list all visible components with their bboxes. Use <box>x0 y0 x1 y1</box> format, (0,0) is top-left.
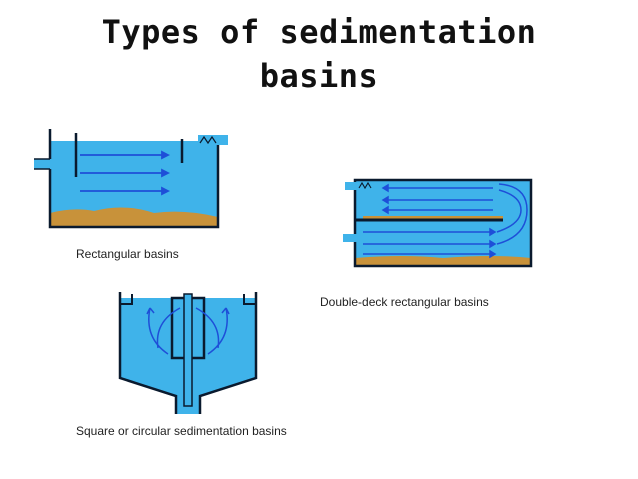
inlet-pipe <box>34 159 52 169</box>
rectangular-flow-arrows <box>80 150 171 196</box>
double-deck-basin-diagram <box>343 178 533 268</box>
rectangular-sludge <box>50 207 218 227</box>
rectangular-basins-label: Rectangular basins <box>76 247 179 261</box>
circular-basin-diagram <box>118 292 258 414</box>
circular-walls <box>118 292 258 414</box>
rectangular-walls <box>48 129 220 229</box>
outlet-trough <box>198 135 228 145</box>
title-line-1: Types of sedimentation <box>101 13 537 51</box>
slide-title: Types of sedimentation basins <box>0 10 638 98</box>
double-deck-basins-label: Double-deck rectangular basins <box>320 295 489 309</box>
title-line-2: basins <box>259 57 379 95</box>
central-pipe <box>183 293 193 407</box>
double-deck-water <box>355 180 531 266</box>
double-deck-flow-arrows <box>363 183 528 259</box>
rectangular-basin-diagram <box>34 129 228 229</box>
circular-basins-label: Square or circular sedimentation basins <box>76 424 287 438</box>
circular-flow-arrows <box>146 307 230 355</box>
